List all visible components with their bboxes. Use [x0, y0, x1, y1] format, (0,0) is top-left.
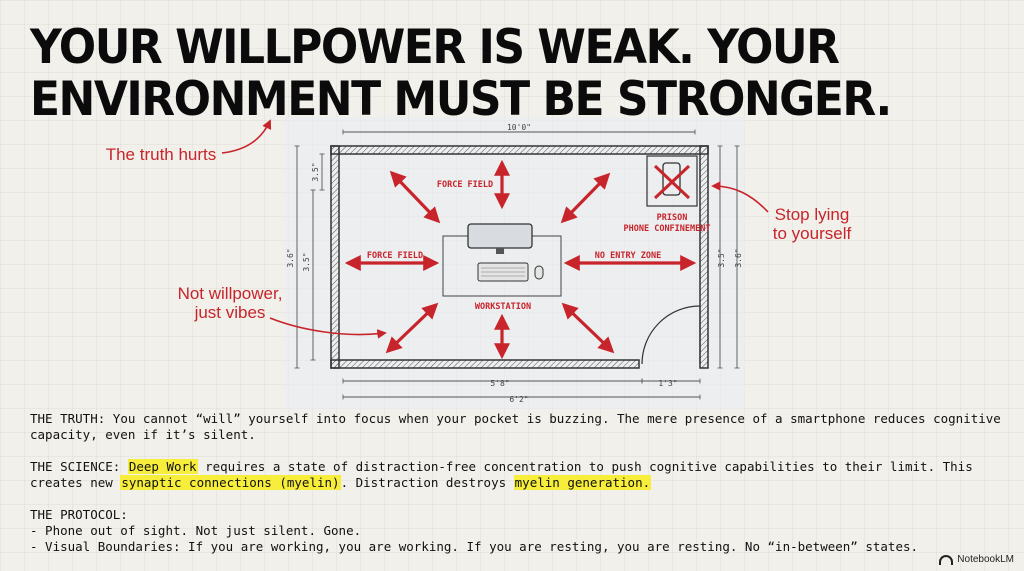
dim-bottom-total: 6'2"	[509, 395, 528, 404]
dim-right-a: 3.5"	[717, 248, 726, 267]
dim-bottom-right: 1'3"	[658, 379, 677, 388]
annotation-not-willpower-line-1: Not willpower,	[177, 284, 283, 303]
highlight-synaptic-connections: synaptic connections (myelin)	[120, 475, 341, 490]
annotation-stop-lying: Stop lying to yourself	[762, 205, 862, 243]
science-text-2: . Distraction destroys	[340, 475, 514, 490]
prison-label: PRISON	[657, 213, 688, 223]
dim-right-b: 3.6"	[734, 248, 743, 267]
annotation-stop-lying-line-2: to yourself	[772, 224, 852, 243]
force-arrows	[344, 159, 697, 360]
annotation-arrows	[221, 119, 769, 339]
science-paragraph: THE SCIENCE: Deep Work requires a state …	[30, 459, 1020, 491]
annotation-not-willpower-line-2: just vibes	[194, 303, 266, 322]
truth-paragraph: THE TRUTH: You cannot “will” yourself in…	[30, 411, 1020, 443]
phone-prison	[646, 155, 698, 207]
room-walls	[330, 145, 709, 369]
notebooklm-logo: NotebookLM	[939, 554, 1014, 565]
force-field-left-label: FORCE FIELD	[367, 251, 423, 261]
protocol-item-2: - Visual Boundaries: If you are working,…	[30, 539, 919, 554]
highlight-myelin-generation: myelin generation.	[513, 475, 652, 490]
phone-icon	[662, 162, 681, 196]
mouse-icon	[534, 265, 544, 280]
body-text: THE TRUTH: You cannot “will” yourself in…	[30, 411, 1020, 555]
protocol-paragraph: THE PROTOCOL: - Phone out of sight. Not …	[30, 507, 1020, 555]
phone-confinement-label: PHONE CONFINEMENT	[624, 224, 711, 234]
annotation-stop-lying-line-1: Stop lying	[774, 205, 850, 224]
highlight-deep-work: Deep Work	[127, 459, 198, 474]
protocol-label: THE PROTOCOL:	[30, 507, 128, 522]
science-label: THE SCIENCE:	[30, 459, 121, 474]
force-field-top-label: FORCE FIELD	[437, 180, 493, 190]
brand-name: NotebookLM	[957, 554, 1014, 565]
headline: YOUR WILLPOWER IS WEAK. YOUR ENVIRONMENT…	[30, 19, 1010, 127]
headline-line-2: ENVIRONMENT MUST BE STRONGER.	[30, 71, 892, 127]
truth-text: You cannot “will” yourself into focus wh…	[30, 411, 1001, 442]
dimension-labels: 10'0" 3.5" 3.6" 3.5" 3.5" 3.6" 5'8" 1'3"…	[286, 123, 743, 404]
annotation-truth-hurts-text: The truth hurts	[105, 145, 217, 164]
dim-bottom-left: 5'8"	[490, 379, 509, 388]
dim-left-b: 3.5"	[302, 252, 311, 271]
workstation-label: WORKSTATION	[475, 302, 531, 312]
annotation-truth-hurts: The truth hurts	[98, 145, 224, 164]
dim-left-small: 3.5"	[311, 162, 320, 181]
dim-top: 10'0"	[507, 123, 531, 132]
science-text-1: requires a state of distraction-free con…	[30, 459, 973, 490]
truth-label: THE TRUTH:	[30, 411, 106, 426]
workstation	[442, 223, 562, 297]
door	[641, 305, 701, 365]
dim-left-a: 3.6"	[286, 248, 295, 267]
protocol-item-1: - Phone out of sight. Not just silent. G…	[30, 523, 362, 538]
notebooklm-icon	[939, 554, 954, 565]
annotation-not-willpower: Not willpower, just vibes	[166, 284, 294, 322]
monitor-icon	[467, 223, 533, 249]
headline-line-1: YOUR WILLPOWER IS WEAK. YOUR	[30, 19, 840, 75]
no-entry-zone-label: NO ENTRY ZONE	[595, 251, 662, 261]
